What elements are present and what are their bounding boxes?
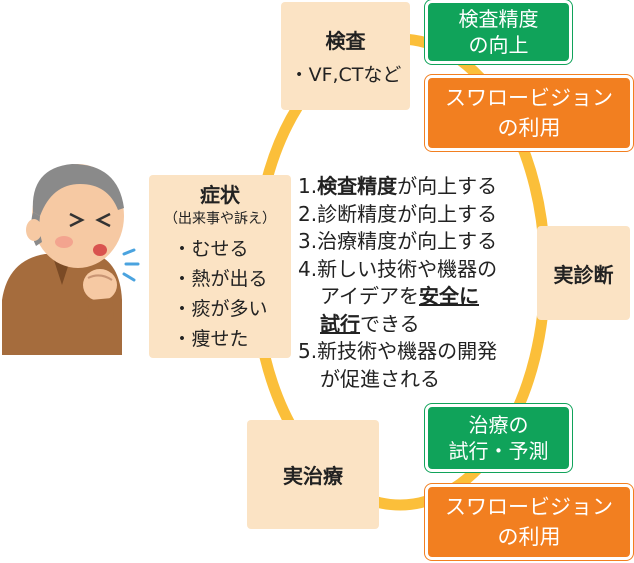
swallow-vision-use-box-top: スワロービジョン の利用 [425, 75, 633, 151]
symptoms-list: ・むせる ・熱が出る ・痰が多い ・痩せた [172, 234, 267, 354]
coughing-elderly-man-illustration [2, 164, 140, 355]
symptoms-subtitle: （出来事や訴え） [164, 211, 276, 227]
actual-diagnosis-title: 実診断 [553, 262, 614, 287]
symptom-item: ・痰が多い [172, 298, 268, 320]
actual-treatment-box: 実治療 [247, 420, 379, 529]
benefit-item-4-cont: アイデアを安全に [320, 284, 479, 308]
benefit-item-1: 1.検査精度が向上する [298, 174, 498, 198]
benefit-item-4: 4.新しい技術や機器の [298, 256, 498, 281]
swallow-vision-line2: の利用 [497, 116, 561, 140]
treatment-trial-line2: 試行・予測 [448, 439, 549, 463]
exam-accuracy-line1: 検査精度 [458, 7, 539, 31]
benefits-list: 1.検査精度が向上する 2.診断精度が向上する 3.治療精度が向上する 4.新し… [298, 173, 538, 393]
swallow-vision-line2: の利用 [497, 525, 561, 549]
benefit-item-4-cont2: 試行できる [320, 311, 420, 336]
symptom-item: ・痩せた [172, 328, 249, 350]
benefit-item-2: 2.診断精度が向上する [298, 201, 498, 226]
swallow-vision-line1: スワロービジョン [445, 86, 613, 110]
swallow-vision-line1: スワロービジョン [445, 495, 613, 519]
symptoms-box: 症状 （出来事や訴え） ・むせる ・熱が出る ・痰が多い ・痩せた [149, 175, 291, 358]
benefit-item-5: 5.新技術や機器の開発 [298, 339, 498, 363]
treatment-trial-prediction-box: 治療の 試行・予測 [425, 404, 572, 472]
exam-accuracy-line2: の向上 [468, 33, 529, 57]
benefit-item-5-cont: が促進される [320, 366, 440, 391]
actual-diagnosis-box: 実診断 [537, 226, 630, 320]
treatment-trial-line1: 治療の [468, 413, 529, 437]
symptom-item: ・むせる [172, 238, 249, 260]
exam-accuracy-improvement-box: 検査精度 の向上 [425, 0, 572, 64]
benefit-item-3: 3.治療精度が向上する [298, 229, 498, 253]
examination-detail: ・VF,CTなど [289, 64, 402, 86]
actual-treatment-title: 実治療 [283, 464, 343, 488]
examination-title: 検査 [325, 29, 366, 53]
symptoms-title: 症状 [200, 183, 240, 207]
symptom-item: ・熱が出る [172, 268, 268, 290]
examination-box: 検査 ・VF,CTなど [281, 2, 410, 110]
swallow-vision-use-box-bottom: スワロービジョン の利用 [425, 484, 633, 560]
